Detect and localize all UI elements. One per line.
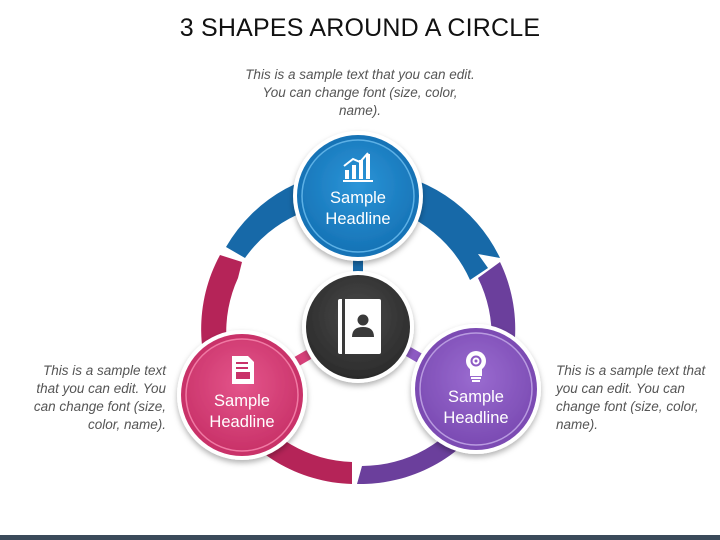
top-headline-line1: Sample [330,189,386,207]
footer-bar [0,535,720,540]
document-icon [232,356,254,384]
right-headline-line1: Sample [448,388,504,406]
contact-book-icon [338,299,381,354]
page-title: 3 SHAPES AROUND A CIRCLE [179,14,541,42]
top-connector [353,252,363,280]
left-headline-line1: Sample [214,392,270,410]
top-description: This is a sample text that you can edit.… [245,67,475,118]
lightbulb-gear-icon [466,351,486,382]
right-headline-line2: Headline [443,409,508,427]
top-node[interactable] [293,131,423,261]
left-headline-line2: Headline [209,413,274,431]
right-node[interactable] [411,324,541,454]
right-description: This is a sample text that you can edit.… [556,363,706,432]
left-node[interactable] [177,330,307,460]
left-description: This is a sample text that you can edit.… [33,363,166,432]
bar-chart-icon [343,152,373,182]
top-headline-line2: Headline [325,210,390,228]
